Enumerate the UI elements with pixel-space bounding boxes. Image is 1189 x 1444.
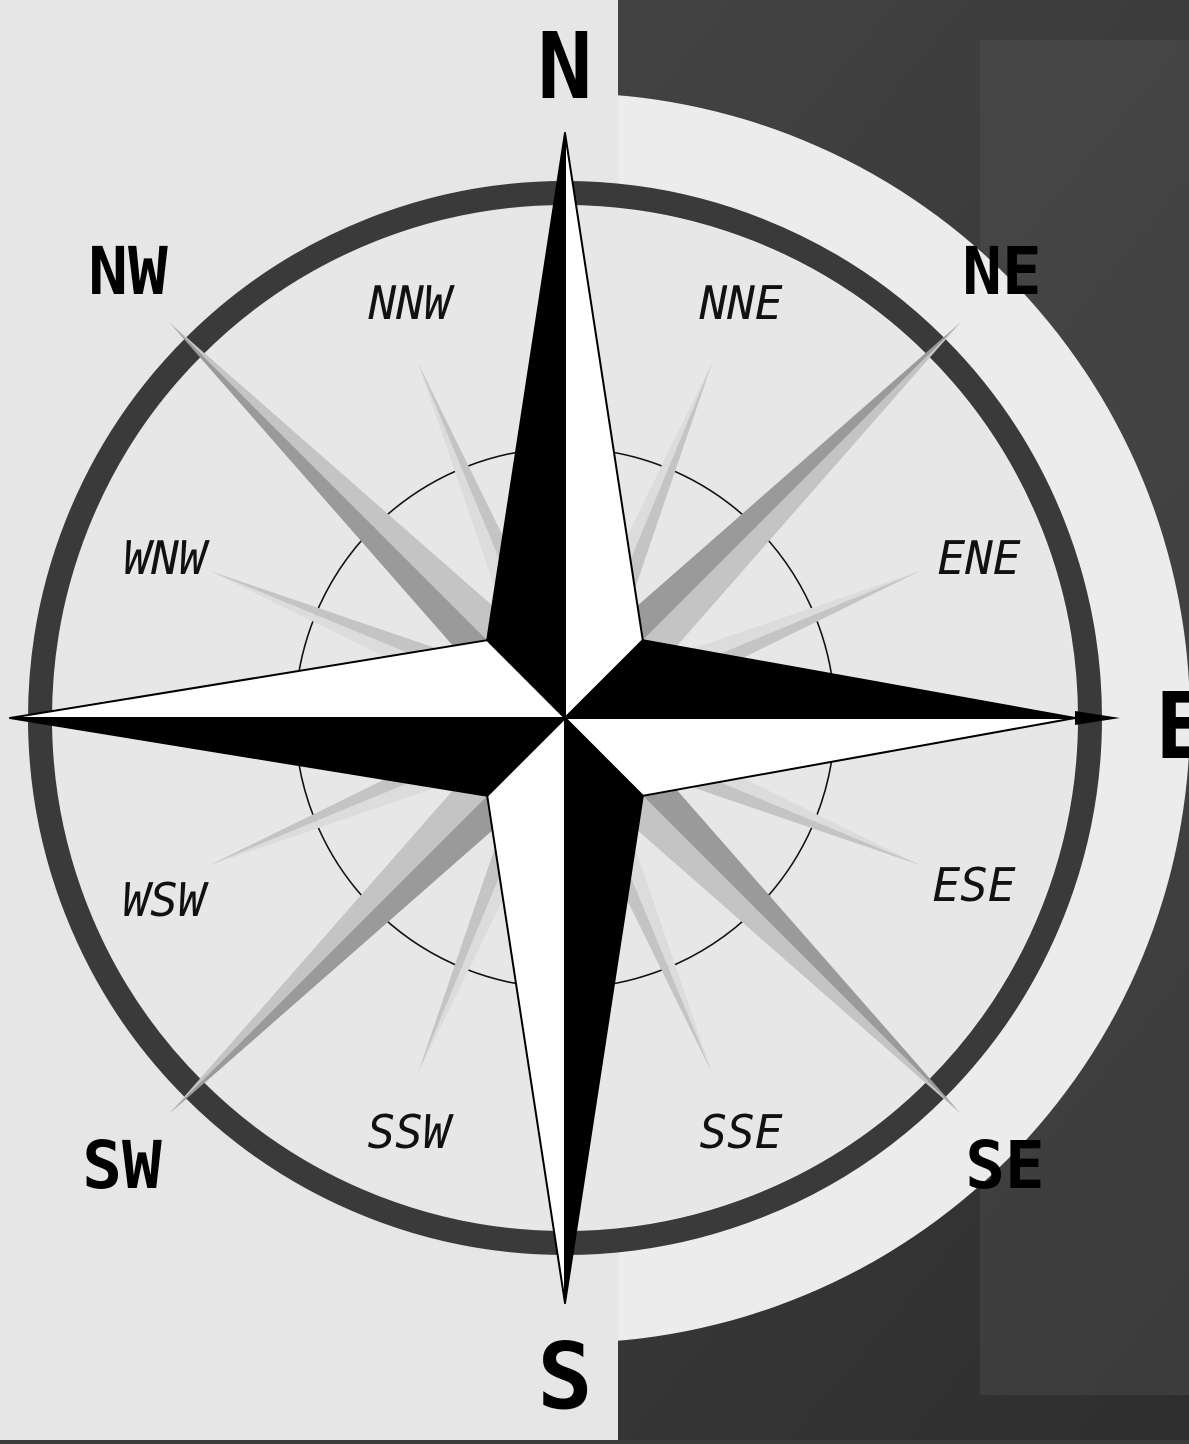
- label-wnw: WNW: [123, 531, 209, 585]
- label-s: S: [537, 1323, 592, 1430]
- label-e: E: [1155, 673, 1189, 780]
- label-nne: NNE: [698, 276, 782, 330]
- label-se: SE: [965, 1127, 1044, 1204]
- label-sse: SSE: [699, 1105, 782, 1159]
- label-wsw: WSW: [122, 873, 208, 927]
- label-ese: ESE: [932, 858, 1015, 912]
- label-ssw: SSW: [367, 1105, 453, 1159]
- label-nw: NW: [88, 233, 168, 310]
- label-n: N: [537, 13, 592, 120]
- label-ne: NE: [962, 233, 1041, 310]
- label-nnw: NNW: [367, 276, 454, 330]
- label-sw: SW: [82, 1127, 162, 1204]
- label-ene: ENE: [937, 531, 1020, 585]
